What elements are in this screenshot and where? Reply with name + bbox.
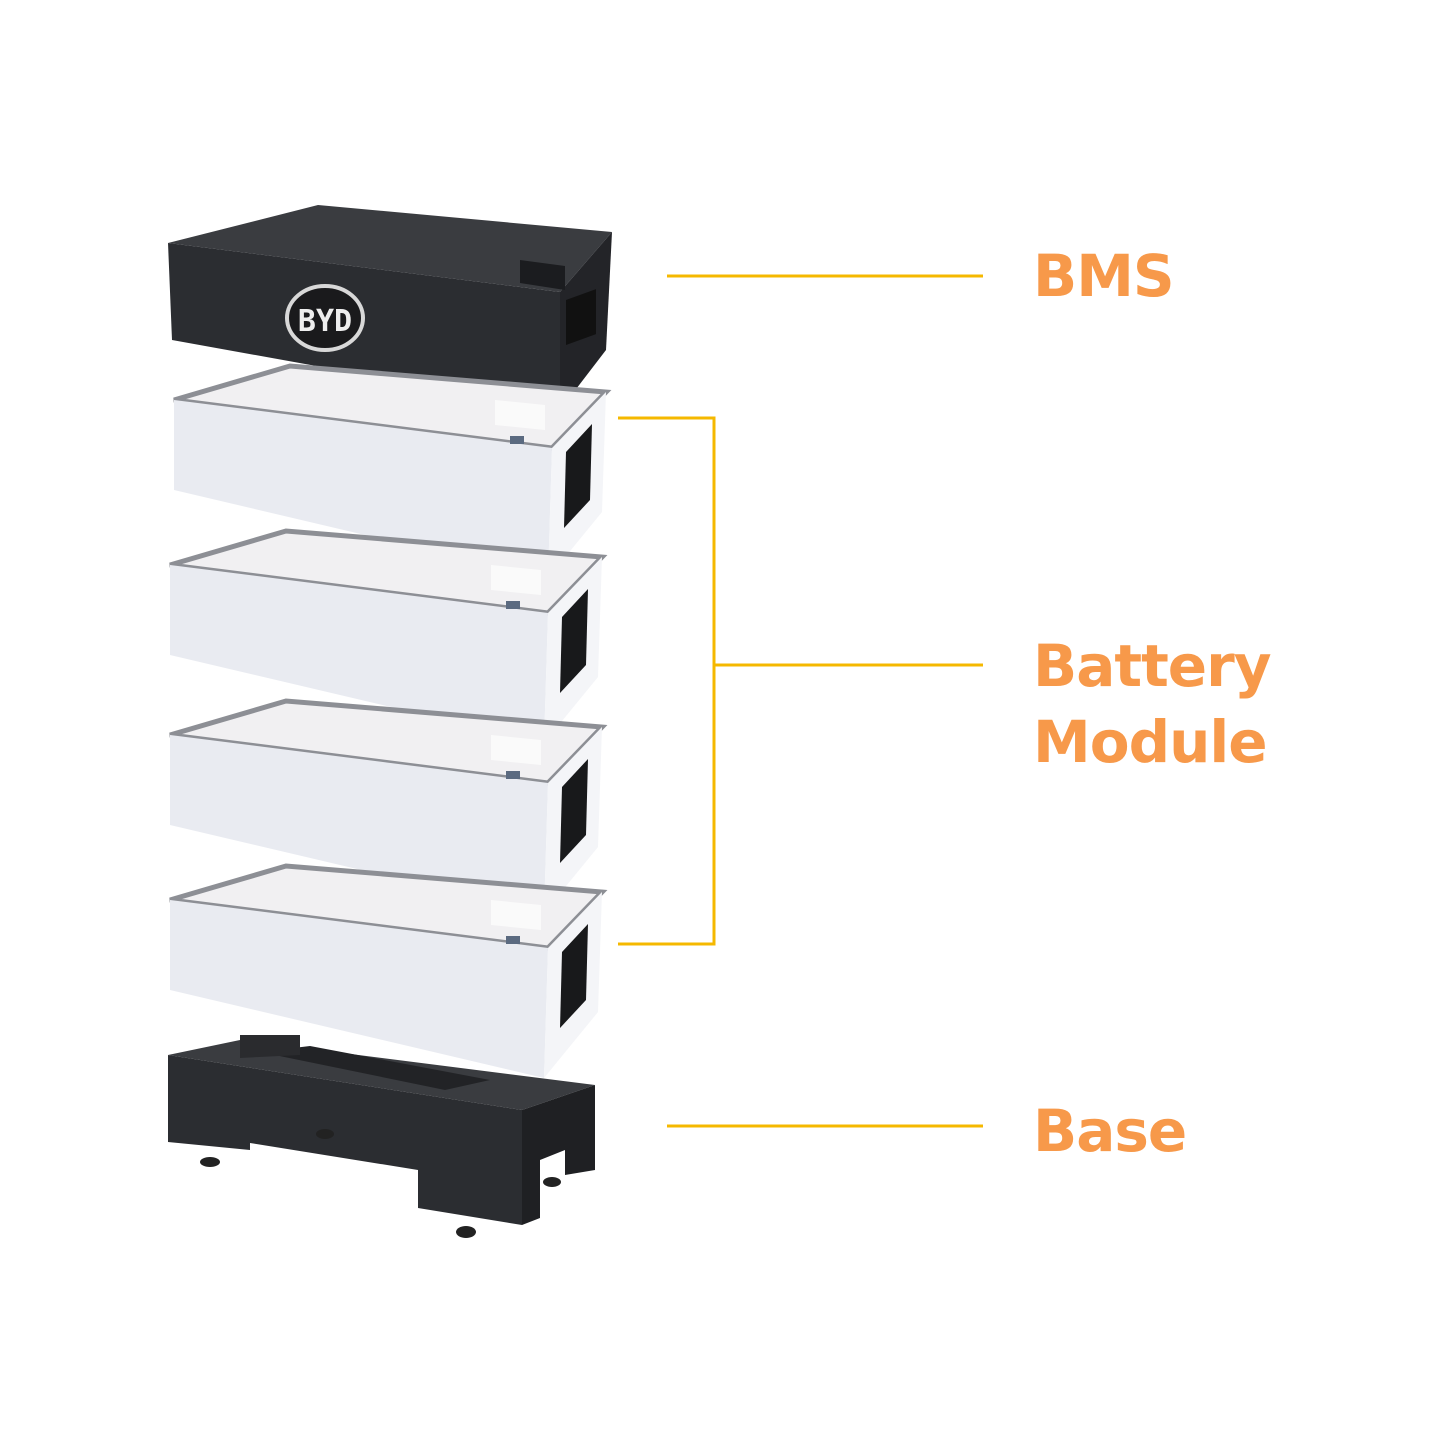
bms-label: BMS (1033, 242, 1175, 310)
base-label: Base (1033, 1097, 1187, 1165)
battery-module (173, 363, 612, 578)
leader-lines (618, 274, 983, 1128)
battery-module (169, 698, 608, 913)
battery-module (169, 863, 608, 1078)
base-unit (168, 1035, 595, 1238)
battery-module-label-line2: Module (1033, 708, 1268, 776)
bms-unit: BYD (168, 205, 612, 410)
battery-module-label-line1: Battery (1033, 632, 1272, 700)
battery-module (169, 528, 608, 743)
svg-text:BYD: BYD (298, 304, 352, 339)
battery-module-bracket (618, 416, 716, 946)
byd-logo: BYD (285, 284, 365, 352)
